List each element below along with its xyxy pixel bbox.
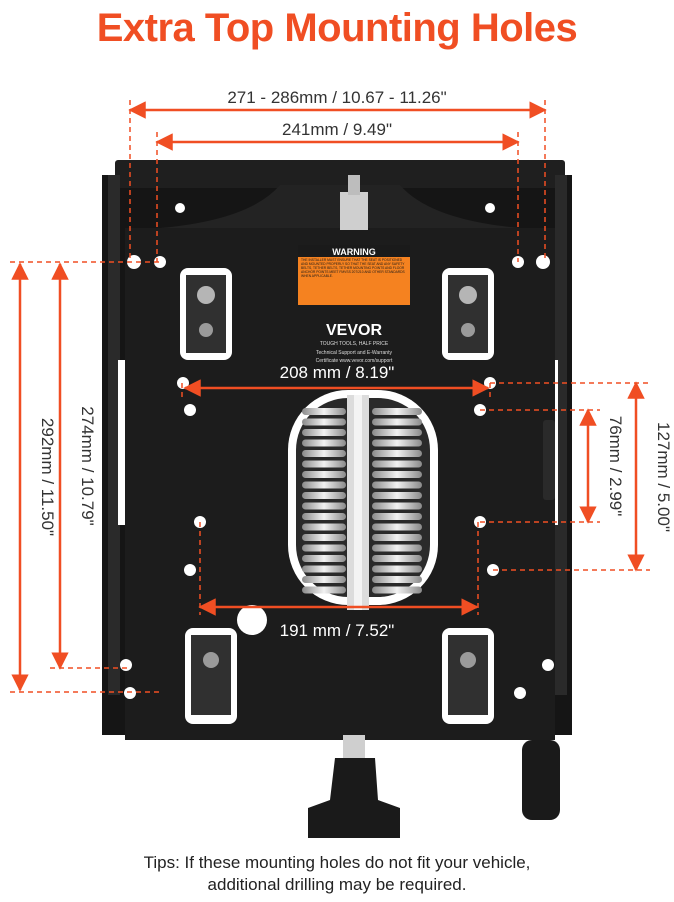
spring-coil [302, 555, 346, 562]
brand-support-line2: Certificate www.vevor.com/support [316, 358, 393, 364]
spring-coil [302, 502, 346, 510]
release-handle [308, 735, 560, 838]
spring-coil [372, 534, 422, 541]
plate-access-hole [237, 605, 267, 635]
spring-coil [372, 460, 422, 468]
spring-coil [372, 408, 422, 415]
spring-coil [372, 481, 422, 489]
spring-coil [302, 408, 346, 415]
spring-coil [372, 565, 422, 573]
side-lever [543, 420, 555, 500]
spring-coil [302, 492, 346, 499]
extension-lines [10, 100, 650, 693]
spring-coil [302, 534, 346, 541]
upper-slots [180, 268, 494, 360]
warning-body: THE INSTALLER MUST ENSURE THAT THE SEAT … [301, 258, 405, 278]
mid-width-label: 208 mm / 8.19" [280, 363, 395, 382]
spring-coil [302, 429, 346, 436]
bottom-width-label: 191 mm / 7.52" [280, 621, 395, 640]
spring-coil [372, 555, 422, 562]
brand-tagline: TOUGH TOOLS, HALF PRICE [320, 341, 389, 347]
spring-coil [302, 513, 346, 520]
spring-coil [372, 586, 422, 594]
outer-height-label: 292mm / 11.50" [38, 418, 57, 536]
center-bolt [340, 175, 368, 230]
dimension-lines [11, 101, 645, 692]
spring-coil [372, 450, 422, 457]
spring-coil [302, 439, 346, 447]
spring-coil [302, 586, 346, 594]
brand-name: VEVOR [326, 322, 382, 339]
brand-label: VEVOR TOUGH TOOLS, HALF PRICE Technical … [316, 322, 393, 364]
outer-width-label: 271 - 286mm / 10.67 - 11.26" [227, 88, 446, 107]
tips-line1: Tips: If these mounting holes do not fit… [143, 853, 531, 872]
spring-coil [302, 565, 346, 573]
page-title: Extra Top Mounting Holes [96, 6, 578, 50]
inner-height-label: 274mm / 10.79" [78, 406, 97, 525]
spring-coil [302, 481, 346, 489]
warning-heading: WARNING [332, 247, 376, 257]
warning-label: WARNING THE INSTALLER MUST ENSURE THAT T… [298, 245, 410, 305]
inner-width-label: 241mm / 9.49" [282, 120, 392, 139]
tips-note: Tips: If these mounting holes do not fit… [0, 852, 674, 896]
spring-coil [372, 439, 422, 447]
spring-coil [302, 460, 346, 468]
spring-coil [372, 502, 422, 510]
spring-coil [372, 523, 422, 531]
spring-coil [302, 576, 346, 583]
spring-coil [302, 418, 346, 426]
spring-coil [372, 418, 422, 426]
lower-slots [185, 628, 494, 724]
spring-coil [302, 523, 346, 531]
spring-coil [372, 471, 422, 478]
spring-coil [372, 492, 422, 499]
spring-coil [372, 544, 422, 552]
spring-coil [372, 429, 422, 436]
spring-assembly [288, 390, 438, 610]
short-height-label: 76mm / 2.99" [606, 416, 625, 517]
tips-line2: additional drilling may be required. [207, 875, 467, 894]
spring-coil [372, 513, 422, 520]
spring-coil [302, 471, 346, 478]
spring-coil [372, 576, 422, 583]
mounting-holes [120, 203, 554, 699]
spring-coil [302, 544, 346, 552]
tall-height-label: 127mm / 5.00" [654, 422, 673, 532]
spring-coil [302, 450, 346, 457]
brand-support-line1: Technical Support and E-Warranty [316, 350, 392, 356]
